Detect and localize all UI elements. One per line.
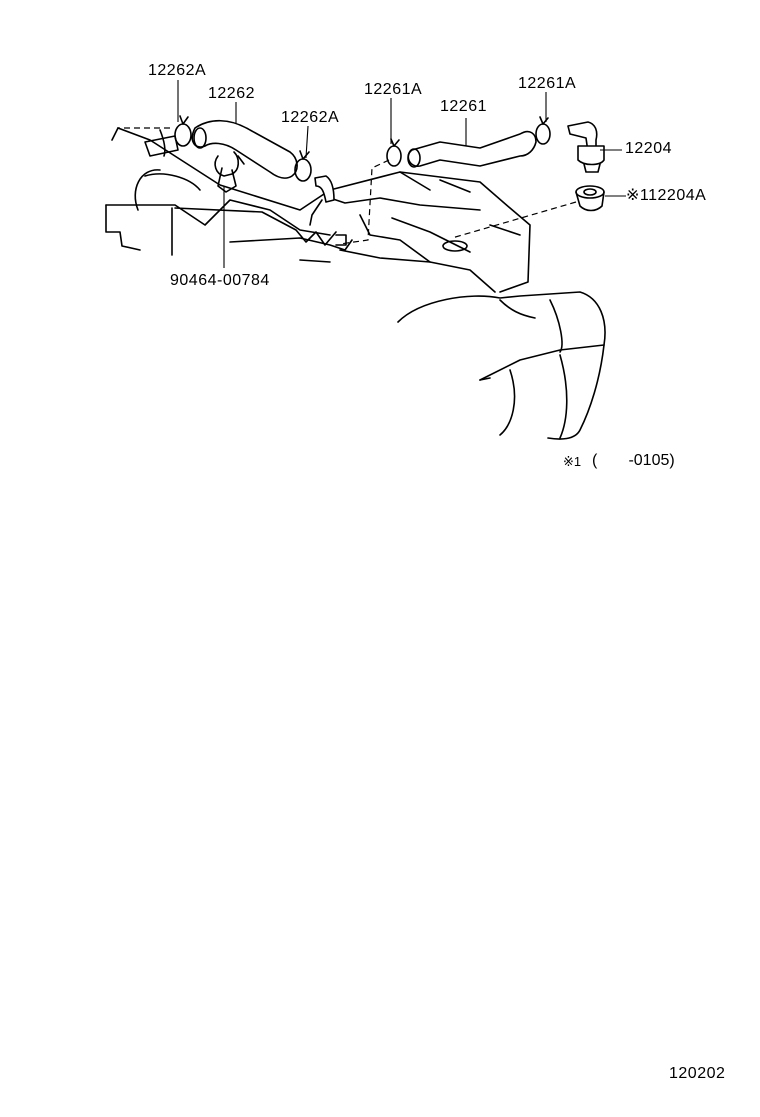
footnote-mark: ※1: [563, 454, 582, 469]
label-12261A-left: 12261A: [364, 81, 423, 98]
leader-lines: [177, 80, 626, 268]
label-12262: 12262: [208, 85, 255, 102]
clip-12261A-left-shape: [386, 138, 402, 167]
label-90464-00784: 90464-00784: [170, 272, 270, 289]
pcv-valve-12204-shape: [567, 121, 605, 173]
pipe-fitting-shape: [309, 175, 335, 226]
figure-code: 120202: [669, 1065, 726, 1082]
grommet-12204A-shape: [575, 185, 605, 212]
footnote-range: ( -0105): [592, 452, 675, 469]
hose-12261-shape: [407, 130, 537, 168]
label-12262A-left: 12262A: [148, 62, 207, 79]
install-guide-lines: [118, 127, 577, 245]
label-12261A-right: 12261A: [518, 75, 577, 92]
label-12204A: ※112204A: [626, 187, 707, 204]
label-12262A-right: 12262A: [281, 109, 340, 126]
label-12261: 12261: [440, 98, 487, 115]
clip-12261A-right-shape: [535, 116, 551, 145]
hose-12262-shape: [144, 119, 298, 179]
clip-12262A-left-shape: [174, 115, 192, 147]
clamp-90464-shape: [214, 151, 245, 193]
label-12204: 12204: [625, 140, 672, 157]
engine-outline: [105, 127, 606, 440]
